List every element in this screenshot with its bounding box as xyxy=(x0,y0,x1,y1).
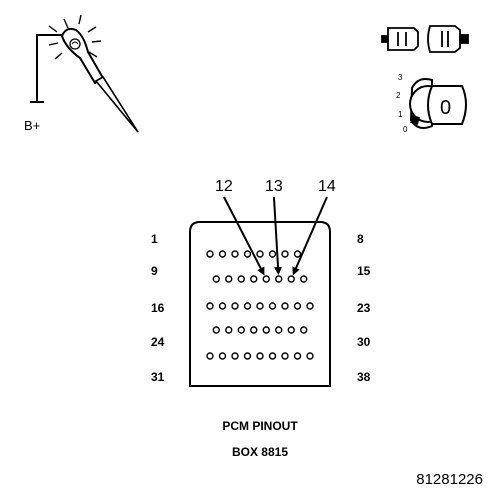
diagram-subtitle: BOX 8815 xyxy=(232,445,288,459)
connector-pin xyxy=(218,352,227,360)
row-end-label: 8 xyxy=(357,232,364,246)
callout-arrow xyxy=(292,196,328,276)
connector-pin xyxy=(275,275,283,283)
connector-pin xyxy=(262,326,270,334)
connector-pin xyxy=(281,302,289,310)
connector-pins xyxy=(206,250,314,360)
connector-pin xyxy=(275,326,283,334)
connector-pin xyxy=(293,302,302,310)
ignition-position-1: 1 xyxy=(398,110,403,119)
connector-disconnect-icon xyxy=(381,25,469,53)
connector-pin xyxy=(212,275,220,283)
connector-pin xyxy=(243,302,252,310)
connector-pin xyxy=(262,275,270,283)
connector-pin xyxy=(237,275,245,283)
callout-label-14: 14 xyxy=(318,178,336,195)
connector-pin xyxy=(306,352,314,360)
connector-pin xyxy=(268,352,277,360)
key-position-label: 0 xyxy=(440,97,451,119)
connector-pin xyxy=(256,352,264,360)
ignition-key-icon xyxy=(427,85,467,125)
row-start-label: 1 xyxy=(151,232,158,246)
connector-pin xyxy=(225,275,233,283)
reference-number: 81281226 xyxy=(416,471,483,488)
pcm-connector xyxy=(189,196,331,387)
supply-wire xyxy=(36,34,62,102)
row-start-label: 9 xyxy=(151,264,158,278)
callout-label-13: 13 xyxy=(265,178,283,195)
connector-pin xyxy=(218,250,227,258)
row-start-label: 31 xyxy=(151,370,165,384)
probe-bulb-icon xyxy=(69,38,81,50)
ignition-position-2: 2 xyxy=(396,91,401,100)
connector-pin xyxy=(256,250,264,258)
connector-pin xyxy=(287,275,295,283)
test-light-probe: B+ xyxy=(24,14,139,133)
connector-pin xyxy=(300,275,308,283)
connector-pin xyxy=(300,326,308,334)
connector-pin xyxy=(268,250,277,258)
row-end-label: 23 xyxy=(357,301,371,315)
row-end-label: 38 xyxy=(357,370,371,384)
connector-pin xyxy=(218,302,227,310)
ignition-position-3: 3 xyxy=(398,73,403,82)
connector-pin xyxy=(237,326,245,334)
callout-arrow xyxy=(223,196,265,276)
connector-pin xyxy=(206,352,214,360)
connector-pin xyxy=(281,250,289,258)
connector-pin xyxy=(231,250,239,258)
connector-pin xyxy=(293,352,302,360)
supply-label: B+ xyxy=(24,118,40,133)
connector-pin xyxy=(243,352,252,360)
ignition-position-0: 0 xyxy=(403,125,408,134)
connector-pin xyxy=(231,352,239,360)
diagram-title: PCM PINOUT xyxy=(222,419,298,433)
connector-pin xyxy=(268,302,277,310)
connector-pin xyxy=(306,302,314,310)
connector-pin xyxy=(206,250,214,258)
connector-pin xyxy=(212,326,220,334)
connector-pin xyxy=(250,275,258,283)
probe-handle-icon xyxy=(60,27,105,85)
callout-arrows xyxy=(223,196,328,276)
connector-pin xyxy=(293,250,302,258)
connector-pin xyxy=(243,250,252,258)
row-start-label: 24 xyxy=(151,335,165,349)
connector-pin xyxy=(287,326,295,334)
connector-pin xyxy=(250,326,258,334)
ignition-switch-icon: 0 3 2 1 0 xyxy=(396,73,467,134)
row-start-label: 16 xyxy=(151,301,165,315)
connector-pin xyxy=(231,302,239,310)
row-end-label: 15 xyxy=(357,264,371,278)
connector-pin xyxy=(256,302,264,310)
light-rays-icon xyxy=(48,14,102,60)
row-end-label: 30 xyxy=(357,335,371,349)
callout-label-12: 12 xyxy=(215,178,233,195)
connector-pin xyxy=(225,326,233,334)
callout-arrow xyxy=(272,196,283,276)
connector-pin xyxy=(206,302,214,310)
connector-pin xyxy=(281,352,289,360)
